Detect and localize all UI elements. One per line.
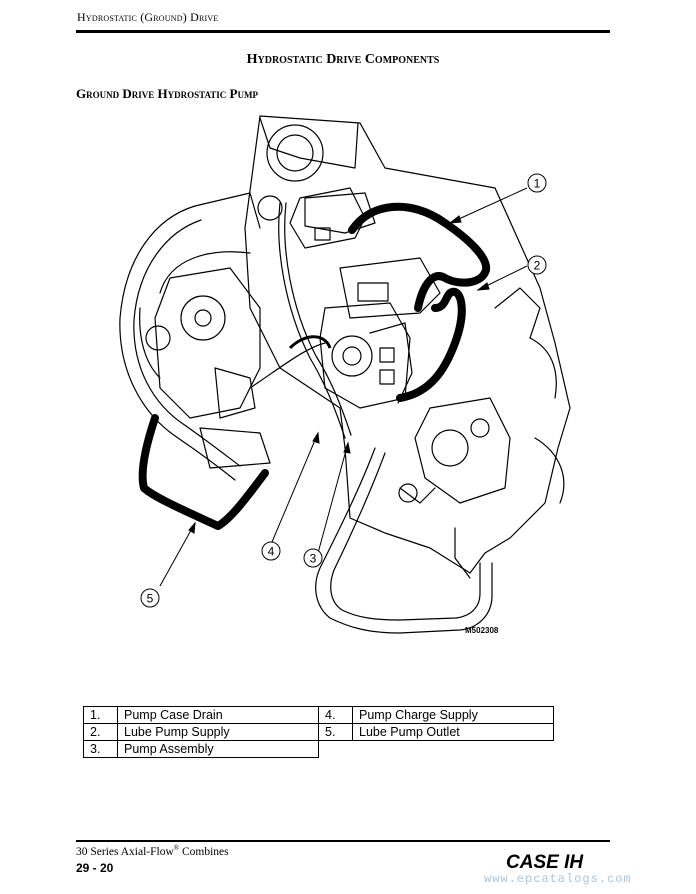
legend-number: 2. bbox=[83, 723, 118, 741]
callout-5: 5 bbox=[140, 588, 160, 608]
legend-label: Pump Assembly bbox=[117, 740, 319, 758]
header-rule bbox=[76, 30, 610, 33]
legend-number: 1. bbox=[83, 706, 118, 724]
callout-3: 3 bbox=[303, 548, 323, 568]
section-title: Hydrostatic Drive Components bbox=[246, 52, 440, 67]
watermark: www.epcatalogs.com bbox=[484, 872, 632, 886]
svg-text:2: 2 bbox=[534, 259, 541, 273]
legend-label: Pump Charge Supply bbox=[352, 706, 554, 724]
subsection-title: Ground Drive Hydrostatic Pump bbox=[76, 86, 258, 101]
svg-text:5: 5 bbox=[147, 592, 154, 606]
legend-row: 2. Lube Pump Supply 5. Lube Pump Outlet bbox=[83, 723, 554, 741]
callout-legend-table: 1. Pump Case Drain 4. Pump Charge Supply… bbox=[83, 706, 554, 758]
running-header: Hydrostatic (Ground) Drive bbox=[77, 10, 219, 24]
legend-label: Lube Pump Supply bbox=[117, 723, 319, 741]
svg-text:4: 4 bbox=[268, 545, 275, 559]
legend-empty-cell bbox=[318, 740, 554, 758]
callout-1: 1 bbox=[527, 173, 547, 193]
callout-markers: 1 2 3 4 5 bbox=[140, 173, 547, 608]
legend-label: Lube Pump Outlet bbox=[352, 723, 554, 741]
page-number: 29 - 20 bbox=[76, 861, 114, 875]
legend-number: 3. bbox=[83, 740, 118, 758]
callout-leaders bbox=[159, 187, 528, 587]
legend-row: 3. Pump Assembly bbox=[83, 740, 554, 758]
footer-book-title: 30 Series Axial-Flow® Combines bbox=[76, 844, 229, 858]
svg-text:1: 1 bbox=[534, 177, 541, 191]
pump-illustration: 1 2 3 4 5 M502308 bbox=[100, 108, 600, 653]
legend-number: 4. bbox=[318, 706, 353, 724]
svg-text:3: 3 bbox=[310, 552, 317, 566]
trademark-symbol: ® bbox=[173, 844, 180, 852]
legend-row: 1. Pump Case Drain 4. Pump Charge Supply bbox=[83, 706, 554, 724]
callout-4: 4 bbox=[261, 541, 281, 561]
legend-number: 5. bbox=[318, 723, 353, 741]
svg-text:CASE IH: CASE IH bbox=[506, 852, 584, 873]
footer-rule bbox=[76, 840, 610, 842]
legend-label: Pump Case Drain bbox=[117, 706, 319, 724]
callout-2: 2 bbox=[527, 255, 547, 275]
figure-id: M502308 bbox=[465, 626, 499, 635]
case-ih-logo: CASE IH bbox=[506, 852, 584, 873]
